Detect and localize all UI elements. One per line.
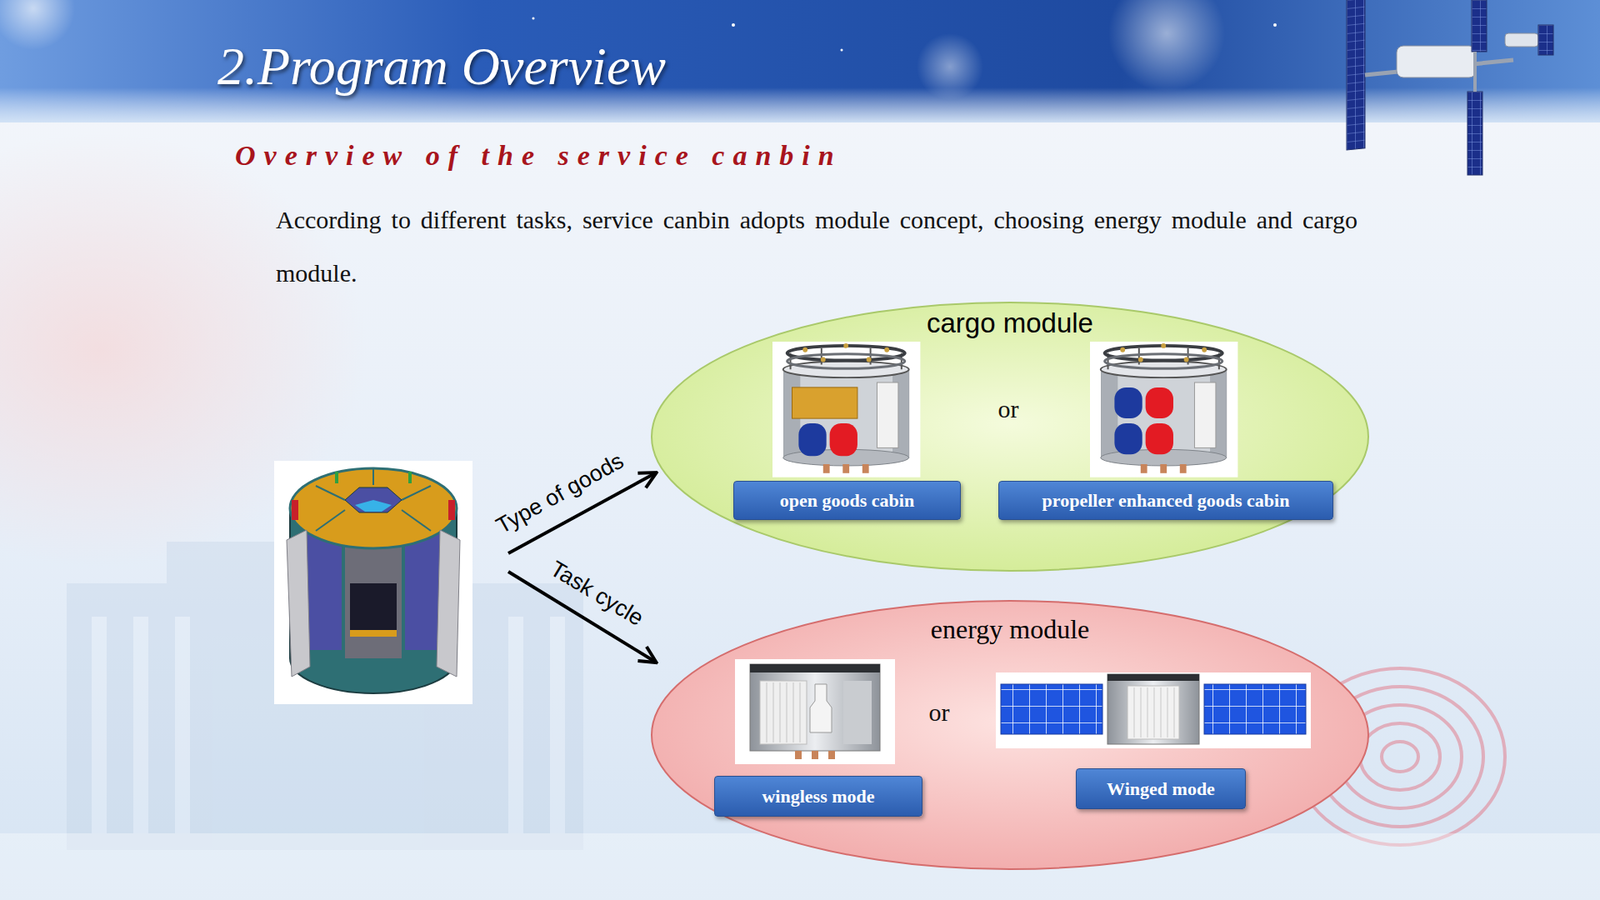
option-button: Winged mode <box>1075 768 1246 810</box>
section-subtitle: Overview of the service canbin <box>235 137 843 175</box>
space-station-picture <box>1346 0 1554 175</box>
option-button: open goods cabin <box>733 480 961 520</box>
service-cabin-picture <box>274 460 473 705</box>
slide-title: 2.Program Overview <box>217 35 666 98</box>
ellipse-outline <box>650 300 1370 573</box>
open-goods-cabin-picture <box>772 341 920 478</box>
option-label: open goods cabin <box>780 490 915 512</box>
wingless-module-picture <box>735 659 895 765</box>
module-ellipse <box>651 302 1369 571</box>
or-label: or <box>998 394 1020 425</box>
or-label: or <box>929 697 950 728</box>
option-button: propeller enhanced goods cabin <box>998 480 1334 520</box>
option-label: wingless mode <box>761 785 875 808</box>
module-heading: energy module <box>650 599 1370 645</box>
module-heading: cargo module <box>650 300 1370 340</box>
winged-module-picture <box>995 672 1311 749</box>
option-label: propeller enhanced goods cabin <box>1042 490 1290 512</box>
energy-module-ellipse: energy module wingless mode Winged mode <box>650 599 1370 871</box>
option-label: Winged mode <box>1106 778 1215 800</box>
propeller-cabin-picture <box>1090 341 1238 478</box>
body-paragraph: According to different tasks, service ca… <box>275 193 1358 300</box>
option-button: wingless mode <box>714 775 923 817</box>
cargo-module-ellipse: cargo module open goods cabin propeller en… <box>650 300 1370 573</box>
